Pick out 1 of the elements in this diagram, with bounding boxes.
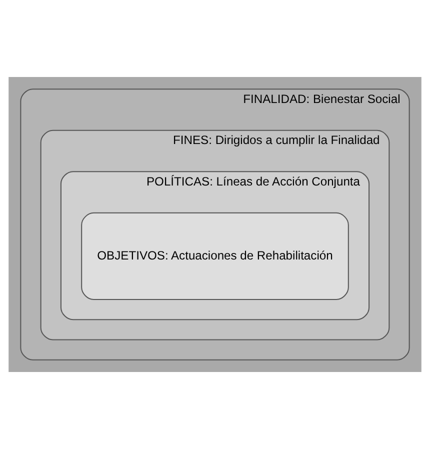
node-box: OBJETIVOS: Actuaciones de Rehabilitación: [81, 212, 349, 300]
